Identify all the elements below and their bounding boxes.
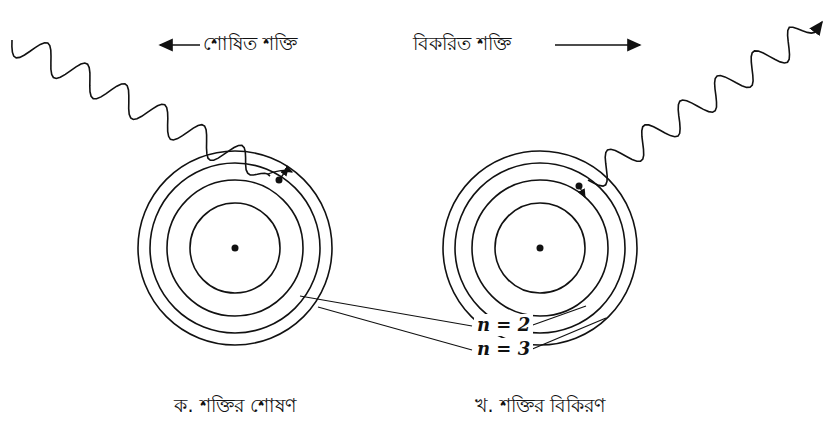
energy-label: শোষিত শক্তি (200, 32, 300, 55)
photon-wave (12, 40, 270, 176)
jump-arrow (268, 170, 292, 174)
nucleus (232, 245, 239, 252)
orbit-label: n = 3 (474, 338, 533, 360)
energy-label: বিকরিত শক্তি (410, 32, 514, 55)
jump-arrow (579, 186, 585, 197)
caption-label: খ. শক্তির বিকিরণ (472, 394, 607, 417)
nucleus (537, 245, 544, 252)
caption-label: ক. শক্তির শোষণ (171, 394, 298, 417)
leader-lines (300, 296, 606, 350)
orbit-label: n = 2 (474, 314, 533, 336)
atom-right (443, 151, 637, 345)
photon-wave (588, 22, 822, 186)
direction-arrow (555, 44, 640, 46)
atom-left (138, 151, 332, 345)
